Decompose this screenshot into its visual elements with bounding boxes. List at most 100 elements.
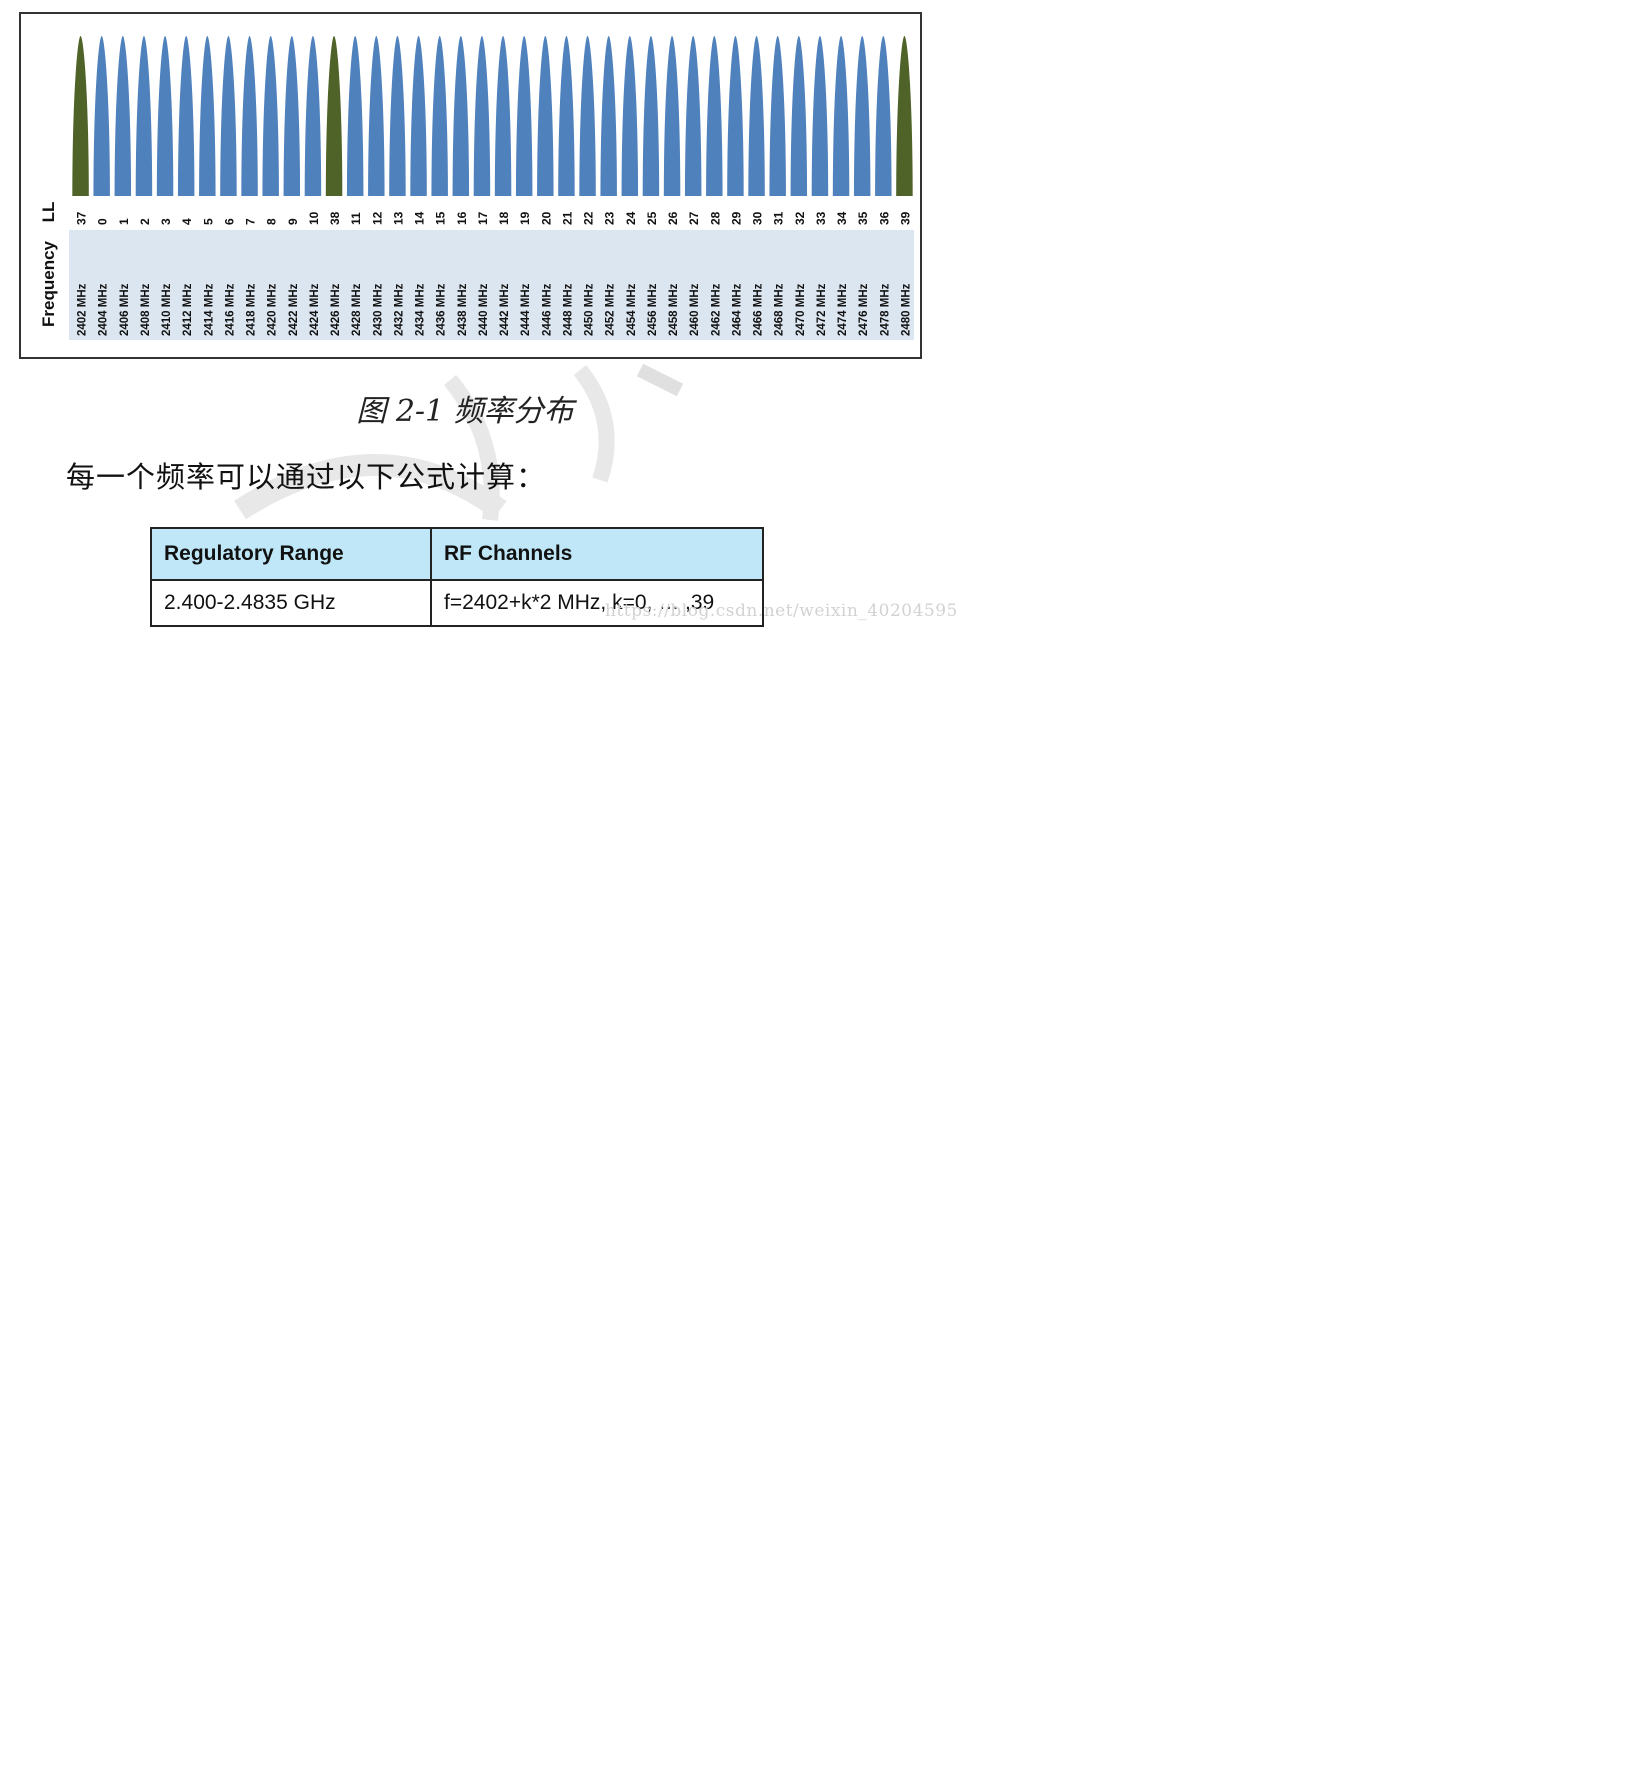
frequency-label: 2440 MHz xyxy=(478,283,490,336)
channel-number-label: 3 xyxy=(159,218,173,225)
frequency-label: 2412 MHz xyxy=(182,283,194,336)
frequency-label: 2430 MHz xyxy=(372,283,384,336)
channel-number-label: 16 xyxy=(455,211,469,225)
data-channel-lobe xyxy=(431,36,448,196)
data-channel-lobe xyxy=(684,36,702,196)
channel-number-label: 17 xyxy=(476,211,490,225)
frequency-label-band xyxy=(69,230,914,340)
frequency-label: 2450 MHz xyxy=(584,283,596,336)
frequency-label: 2468 MHz xyxy=(774,283,786,336)
data-channel-lobe xyxy=(769,36,786,196)
data-channel-lobe xyxy=(600,36,617,196)
channel-number-label: 28 xyxy=(708,211,722,225)
advertising-channel-lobe xyxy=(72,36,89,196)
data-channel-lobe xyxy=(473,36,491,196)
frequency-label: 2426 MHz xyxy=(330,283,342,336)
data-channel-lobe xyxy=(262,36,279,196)
frequency-label: 2434 MHz xyxy=(415,283,427,336)
channel-number-label: 35 xyxy=(856,211,870,225)
channel-number-label: 38 xyxy=(328,211,342,225)
header-regulatory-range: Regulatory Range xyxy=(150,527,432,581)
channel-number-label: 36 xyxy=(877,211,891,225)
frequency-label: 2410 MHz xyxy=(161,283,173,336)
data-channel-lobe xyxy=(748,36,765,196)
data-channel-lobe xyxy=(579,36,596,196)
frequency-label: 2414 MHz xyxy=(203,283,215,336)
frequency-label: 2436 MHz xyxy=(436,283,448,336)
data-channel-lobe xyxy=(621,36,639,196)
channel-number-label: 9 xyxy=(286,218,300,225)
frequency-label: 2464 MHz xyxy=(731,283,743,336)
frequency-label: 2454 MHz xyxy=(626,283,638,336)
channel-number-label: 19 xyxy=(518,211,532,225)
data-channel-lobe xyxy=(515,36,533,196)
watermark-url: https://blog.csdn.net/weixin_40204595 xyxy=(605,601,958,621)
frequency-label: 2432 MHz xyxy=(393,283,405,336)
table-row: 2.400-2.4835 GHz f=2402+k*2 MHz, k=0, … … xyxy=(150,579,764,627)
channel-number-label: 5 xyxy=(201,218,215,225)
data-channel-lobe xyxy=(220,36,237,196)
frequency-label: 2428 MHz xyxy=(351,283,363,336)
frequency-label: 2444 MHz xyxy=(520,283,532,336)
channel-number-label: 4 xyxy=(180,218,194,225)
channel-number-label: 6 xyxy=(222,218,236,225)
data-channel-lobe xyxy=(558,36,575,196)
frequency-label: 2424 MHz xyxy=(309,283,321,336)
frequency-label: 2418 MHz xyxy=(246,283,258,336)
data-channel-lobe xyxy=(537,36,554,196)
frequency-label: 2420 MHz xyxy=(267,283,279,336)
data-channel-lobe xyxy=(114,36,132,196)
channel-number-label: 22 xyxy=(582,211,596,225)
frequency-label: 2402 MHz xyxy=(77,283,89,336)
data-channel-lobe xyxy=(135,36,153,196)
data-channel-lobe xyxy=(241,36,258,196)
data-channel-lobe xyxy=(706,36,723,196)
frequency-label: 2462 MHz xyxy=(710,283,722,336)
data-channel-lobe xyxy=(727,36,744,196)
frequency-label: 2422 MHz xyxy=(288,283,300,336)
frequency-label: 2474 MHz xyxy=(837,283,849,336)
data-channel-lobe xyxy=(494,36,512,196)
cell-rf-channels: f=2402+k*2 MHz, k=0, … ,39 xyxy=(430,579,764,627)
frequency-label: 2476 MHz xyxy=(858,283,870,336)
channel-number-label: 8 xyxy=(265,218,279,225)
channel-number-label: 27 xyxy=(687,211,701,225)
channel-number-label: 10 xyxy=(307,211,321,225)
data-channel-lobe xyxy=(410,36,427,196)
channel-number-label: 15 xyxy=(434,211,448,225)
data-channel-lobe xyxy=(642,36,660,196)
frequency-label: 2470 MHz xyxy=(795,283,807,336)
channel-number-label: 13 xyxy=(391,211,405,225)
frequency-label: 2448 MHz xyxy=(562,283,574,336)
axis-label-ll: LL xyxy=(39,202,58,223)
channel-number-label: 39 xyxy=(898,211,912,225)
channel-number-label: 7 xyxy=(244,218,258,225)
channel-number-label: 26 xyxy=(666,211,680,225)
channel-number-label: 18 xyxy=(497,211,511,225)
data-channel-lobe xyxy=(811,36,829,196)
rf-channel-table: Regulatory Range RF Channels 2.400-2.483… xyxy=(150,527,764,627)
frequency-label: 2446 MHz xyxy=(541,283,553,336)
channel-number-label: 11 xyxy=(349,212,363,225)
frequency-label: 2458 MHz xyxy=(668,283,680,336)
data-channel-lobe xyxy=(790,36,808,196)
frequency-label: 2452 MHz xyxy=(605,283,617,336)
data-channel-lobe xyxy=(368,36,385,196)
frequency-label: 2460 MHz xyxy=(689,283,701,336)
channel-number-label: 30 xyxy=(751,211,765,225)
data-channel-lobe xyxy=(663,36,681,196)
data-channel-lobe xyxy=(346,36,364,196)
data-channel-lobe xyxy=(177,36,195,196)
data-channel-lobe xyxy=(199,36,216,196)
channel-number-label: 34 xyxy=(835,211,849,225)
watermark-logo xyxy=(234,363,684,521)
frequency-label: 2442 MHz xyxy=(499,283,511,336)
body-paragraph: 每一个频率可以通过以下公式计算： xyxy=(66,460,547,494)
channel-number-label: 21 xyxy=(560,211,574,225)
advertising-channel-lobe xyxy=(325,36,343,196)
axis-label-frequency: Frequency xyxy=(39,240,58,327)
data-channel-lobe xyxy=(389,36,406,196)
header-rf-channels: RF Channels xyxy=(430,527,764,581)
